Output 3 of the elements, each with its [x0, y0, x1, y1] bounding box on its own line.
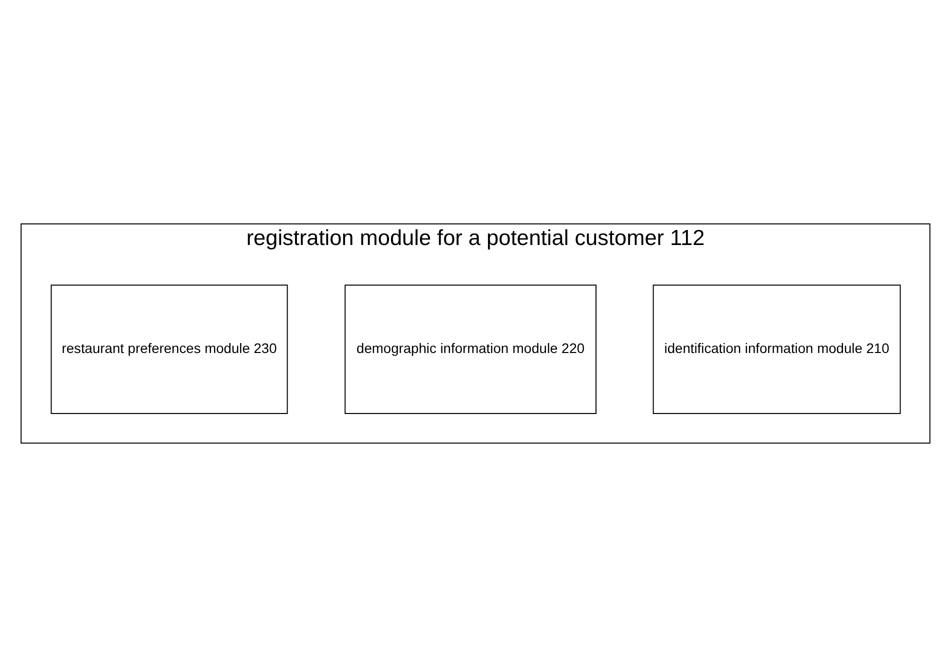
node-box: restaurant preferences module 230: [50, 284, 288, 414]
node-box: demographic information module 220: [344, 284, 596, 414]
node-box: identification information module 210: [652, 284, 901, 414]
